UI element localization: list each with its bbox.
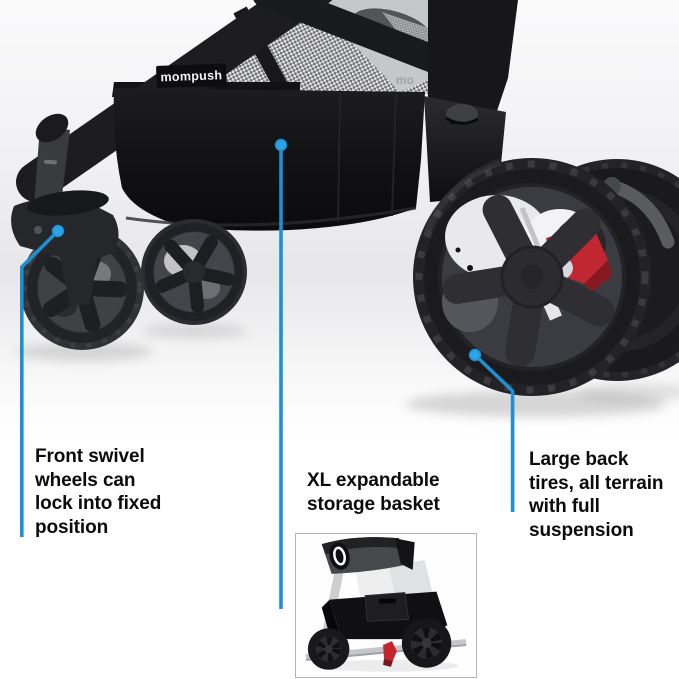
inset-stroller-rear-view	[296, 534, 476, 677]
inset-rear-wheel-left	[307, 628, 350, 670]
stroller-body: mo mompush	[16, 0, 518, 231]
callout-text-storage-basket: XL expandable storage basket	[307, 470, 440, 515]
callout-text-back-tires: Large back tires, all terrain with full …	[529, 449, 664, 541]
handle-tube	[253, 0, 460, 78]
rear-wheels	[413, 158, 679, 396]
bumper-bar-end	[446, 104, 478, 124]
stroller-photo: mo mompush	[0, 0, 679, 440]
partial-brand-label: mo	[396, 73, 414, 87]
front-leg	[34, 113, 70, 212]
folded-frame-panel	[428, 0, 518, 120]
callout-text-front-wheels: Front swivel wheels can lock into fixed …	[35, 446, 162, 538]
rear-wheel-main	[413, 158, 651, 396]
svg-text:mompush: mompush	[160, 68, 222, 84]
inset-red-latch	[383, 641, 397, 667]
brand-label: mompush	[156, 63, 227, 88]
inset-rear-wheel-right	[401, 618, 452, 668]
front-wheel-far	[141, 219, 247, 325]
storage-basket-fabric	[113, 88, 426, 231]
inset-image-storage-basket	[295, 533, 477, 678]
